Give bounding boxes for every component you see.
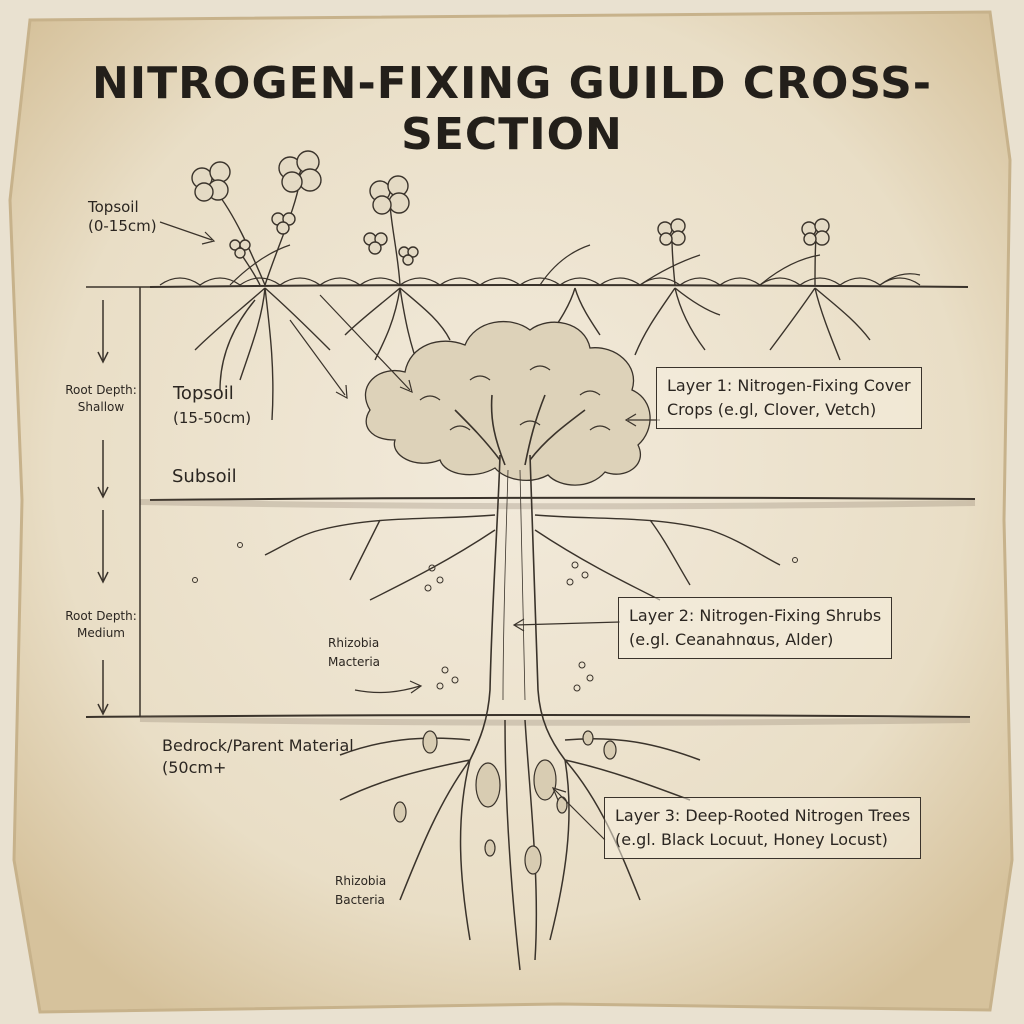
bedrock-line xyxy=(85,714,971,718)
rhizobia-low-line2: Bacteria xyxy=(335,893,385,907)
rhizobia-low-label: Rhizobia Bacteria xyxy=(335,872,386,910)
root-nodules xyxy=(393,730,617,875)
cover-crop-roots xyxy=(194,287,871,421)
subsoil-line xyxy=(149,496,976,501)
layer-1-callout: Layer 1: Nitrogen-Fixing Cover Crops (e.… xyxy=(656,367,922,429)
bedrock-range: (50cm+ xyxy=(162,758,227,777)
root-depth-shallow-line1: Root Depth: xyxy=(65,383,137,397)
layer-2-title: Layer 2: Nitrogen-Fixing Shrubs xyxy=(629,606,882,625)
root-depth-medium-label: Root Depth: Medium xyxy=(60,608,142,642)
topsoil-top-name: Topsoil xyxy=(88,198,139,216)
root-depth-medium-line2: Medium xyxy=(77,626,125,640)
subsoil-shading xyxy=(139,499,976,510)
rhizobia-mid-line1: Rhizobia xyxy=(328,636,380,650)
leader-arrows xyxy=(159,221,660,841)
bedrock-shading xyxy=(139,716,971,726)
topsoil-mid-range: (15-50cm) xyxy=(173,409,252,427)
bedrock-name: Bedrock/Parent Material xyxy=(162,736,354,755)
topsoil-mid-name: Topsoil xyxy=(173,383,234,404)
surface-vegetation xyxy=(159,244,921,286)
depth-scale xyxy=(86,286,150,717)
layer-2-examples: (e.gl. Ceanahnαus, Alder) xyxy=(629,630,834,649)
subsoil-label: Subsoil xyxy=(172,466,237,487)
deep-roots xyxy=(339,719,701,971)
page-title: NITROGEN-FIXING GUILD CROSS-SECTION xyxy=(91,58,933,160)
layer-1-title: Layer 1: Nitrogen-Fixing Cover xyxy=(667,376,911,395)
tree-trunk xyxy=(454,394,586,761)
layer-3-callout: Layer 3: Deep-Rooted Nitrogen Trees (e.g… xyxy=(604,797,922,859)
subsoil-roots xyxy=(264,514,781,601)
root-depth-shallow-label: Root Depth: Shallow xyxy=(60,382,142,416)
rhizobia-mid-line2: Macteria xyxy=(328,655,381,669)
layer-2-callout: Layer 2: Nitrogen-Fixing Shrubs (e.gl. C… xyxy=(618,597,893,659)
layer-3-title: Layer 3: Deep-Rooted Nitrogen Trees xyxy=(615,806,911,825)
bedrock-label: Bedrock/Parent Material (50cm+ xyxy=(162,735,354,779)
root-depth-medium-line1: Root Depth: xyxy=(65,609,137,623)
rhizobia-low-line1: Rhizobia xyxy=(335,874,387,888)
layer-3-examples: (e.gl. Black Locuut, Honey Locust) xyxy=(615,830,888,849)
shrub-crown xyxy=(364,320,651,486)
surface-line xyxy=(149,284,969,288)
rhizobia-mid-label: Rhizobia Macteria xyxy=(328,634,380,672)
root-depth-shallow-line2: Shallow xyxy=(77,400,125,414)
soil-boundaries xyxy=(85,284,976,726)
topsoil-top-range: (0-15cm) xyxy=(88,217,157,235)
topsoil-mid-label: Topsoil (15-50cm) xyxy=(173,382,251,430)
topsoil-top-label: Topsoil (0-15cm) xyxy=(88,198,157,236)
bacteria-dots xyxy=(192,542,798,692)
paper-sheet xyxy=(8,10,1014,1014)
clover-plants xyxy=(191,150,830,286)
layer-1-examples: Crops (e.gl, Clover, Vetch) xyxy=(667,400,877,419)
